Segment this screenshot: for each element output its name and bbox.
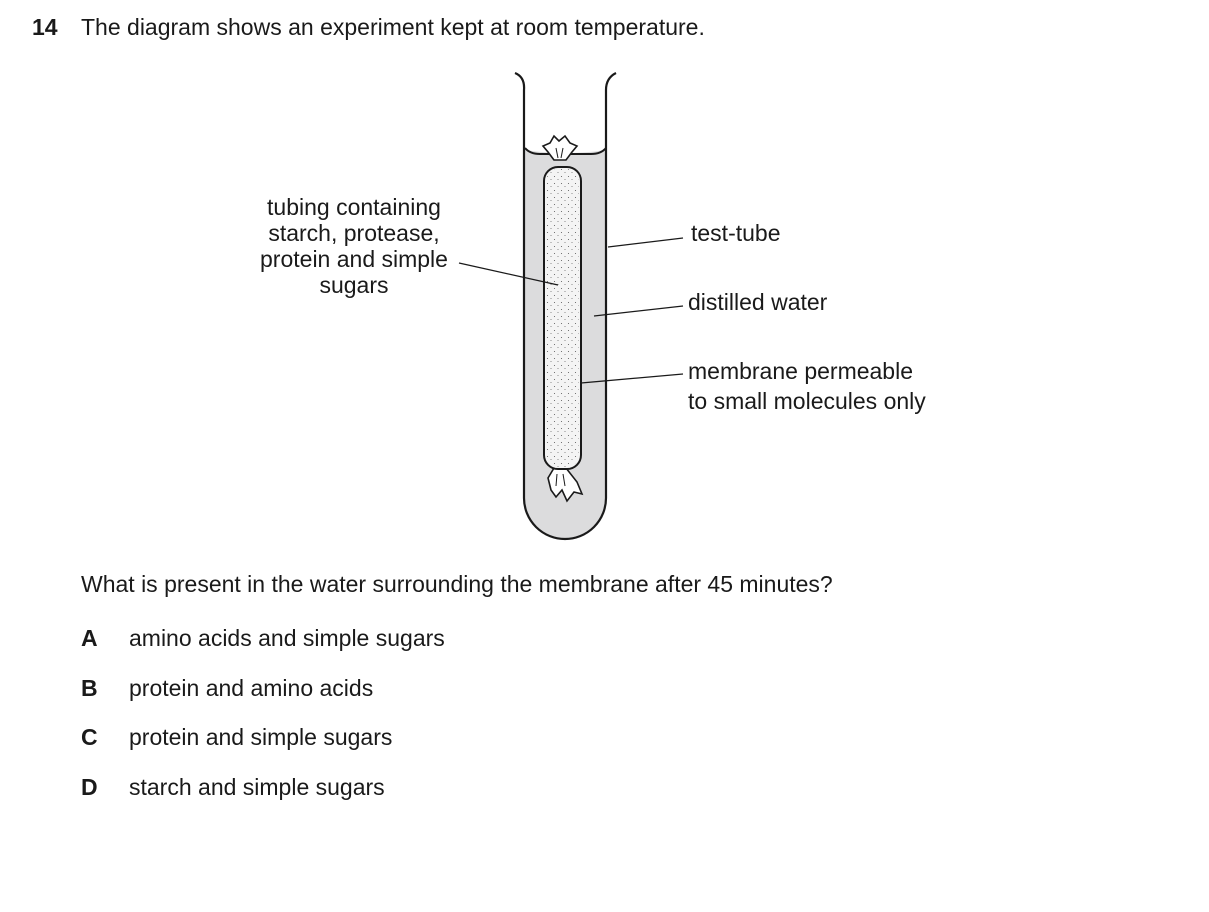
membrane-label: membrane permeable to small molecules on… [688,356,926,416]
option-text: protein and amino acids [129,675,374,701]
option-letter: C [81,724,98,750]
option-text: protein and simple sugars [129,724,393,750]
water-leader-line [593,305,684,317]
tubing-contents-stipple [546,169,579,467]
test-tube-label: test-tube [691,220,781,246]
tubing-top-knot [541,134,579,161]
option-letter: A [81,625,98,651]
tubing-label: tubing containing starch, protease, prot… [260,194,448,298]
test-tube-leader-line [607,237,684,248]
membrane-leader-line [580,373,684,384]
question-stem: The diagram shows an experiment kept at … [81,14,705,40]
test-tube [514,71,617,541]
option-letter: D [81,774,98,800]
option-text: amino acids and simple sugars [129,625,445,651]
tubing-bottom-knot [547,467,584,503]
question-number: 14 [32,14,58,40]
distilled-water-label: distilled water [688,289,828,315]
option-text: starch and simple sugars [129,774,385,800]
experiment-diagram [458,71,684,541]
membrane-label-line-2: to small molecules only [688,388,926,414]
tubing-leader-line [458,262,559,286]
membrane-label-line-1: membrane permeable [688,358,914,384]
option-letter: B [81,675,98,701]
question-prompt: What is present in the water surrounding… [81,571,833,597]
